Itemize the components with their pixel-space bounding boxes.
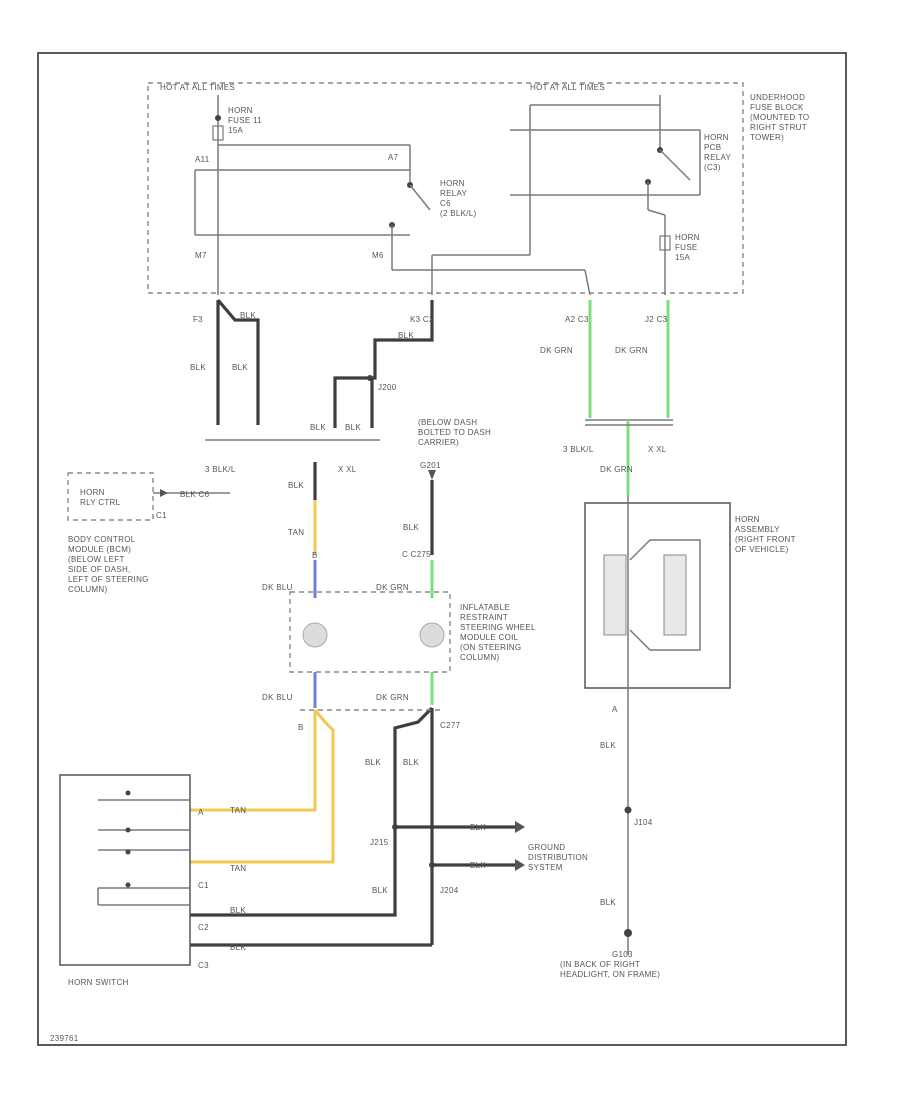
label-blk-12: BLK [470, 861, 486, 870]
label-pin-b1: B [312, 551, 318, 560]
label-blk-6: BLK [288, 481, 304, 490]
label-k3c2: K3 C2 [410, 315, 434, 324]
blk-wires-from-f3 [216, 298, 260, 425]
label-m6: M6 [372, 251, 384, 260]
horn-switch-box [59, 774, 191, 966]
horn-relay-left [194, 145, 591, 296]
g201-wire [190, 470, 436, 947]
label-c277: C277 [440, 721, 461, 730]
label-dk-blu-2: DK BLU [262, 693, 293, 702]
horn-switch-contacts [97, 790, 190, 906]
horn-assembly-box [584, 502, 731, 689]
label-xl-right: X XL [648, 445, 667, 454]
label-blk-4: BLK [310, 423, 326, 432]
steering-coil-outline [289, 591, 451, 673]
label-hot-right: HOT AT ALL TIMES [530, 83, 605, 92]
label-m7: M7 [195, 251, 207, 260]
label-sw-pin-c3: C3 [198, 961, 209, 970]
label-blk-2: BLK [232, 363, 248, 372]
label-g103: G103 [612, 950, 633, 959]
underhood-fuse-block-outline [147, 82, 744, 294]
label-tan-3: TAN [230, 864, 246, 873]
label-dk-grn-3: DK GRN [600, 465, 633, 474]
label-blk-15: BLK [230, 943, 246, 952]
label-tan-1: TAN [288, 528, 304, 537]
label-bcm-pin: C1 [156, 511, 167, 520]
label-bcm-wire: BLK C6 [180, 490, 210, 499]
label-j200: J200 [378, 383, 397, 392]
label-blk-16: BLK [600, 898, 616, 907]
label-pin-a: A [612, 705, 618, 714]
label-fig-id: 239761 [50, 1034, 79, 1043]
diagram-border [37, 52, 847, 1046]
label-dk-grn-5: DK GRN [376, 693, 409, 702]
label-a7: A7 [388, 153, 399, 162]
label-blk-3: BLK [398, 331, 414, 340]
clockspring-right [419, 622, 445, 648]
label-xl-left: X XL [338, 465, 357, 474]
label-c-c275: C C275 [402, 550, 431, 559]
label-blk-11: BLK [470, 823, 486, 832]
label-a11: A11 [195, 155, 210, 164]
label-blk-14: BLK [230, 906, 246, 915]
label-j204: J204 [440, 886, 459, 895]
label-a2c3: A2 C3 [565, 315, 589, 324]
label-j215: J215 [370, 838, 389, 847]
label-pin-b2: B [298, 723, 304, 732]
label-sw-pin-c1: C1 [198, 881, 209, 890]
green-wires-to-horn [585, 300, 673, 495]
ground-distribution-arrows [392, 821, 525, 871]
blk-wire-k3 [333, 300, 434, 428]
label-blk-7: BLK [403, 523, 419, 532]
label-blk-9: BLK [365, 758, 381, 767]
label-blk-l-left: 3 BLK/L [205, 465, 236, 474]
labels: HOT AT ALL TIMES HOT AT ALL TIMES UNDERHOO… [50, 83, 809, 1043]
label-blk-1: BLK [190, 363, 206, 372]
label-horn-switch: HORN SWITCH [68, 978, 129, 987]
label-sw-pin-c2: C2 [198, 923, 209, 932]
label-sw-pin-a: A [198, 808, 204, 817]
label-blk-10: BLK [403, 758, 419, 767]
label-dk-grn-1: DK GRN [540, 346, 573, 355]
label-dk-grn-2: DK GRN [615, 346, 648, 355]
label-blk-l-right: 3 BLK/L [563, 445, 594, 454]
g103-ground [624, 806, 632, 937]
label-tan-2: TAN [230, 806, 246, 815]
tan-blu-wire-path [190, 462, 335, 864]
label-blk-5: BLK [345, 423, 361, 432]
label-j104: J104 [634, 818, 653, 827]
label-dk-blu-1: DK BLU [262, 583, 293, 592]
label-hot-left: HOT AT ALL TIMES [160, 83, 235, 92]
horn-fuse-11 [212, 95, 410, 146]
label-blk-8: BLK [600, 741, 616, 750]
label-blk-13: BLK [372, 886, 388, 895]
label-j2c3: J2 C3 [645, 315, 668, 324]
label-g201: G201 [420, 461, 441, 470]
bcm-box [67, 472, 154, 521]
label-f3: F3 [193, 315, 203, 324]
label-blk-top: BLK [240, 311, 256, 320]
clockspring-left [302, 622, 328, 648]
horn-pcb-relay [431, 95, 701, 295]
label-dk-grn-4: DK GRN [376, 583, 409, 592]
